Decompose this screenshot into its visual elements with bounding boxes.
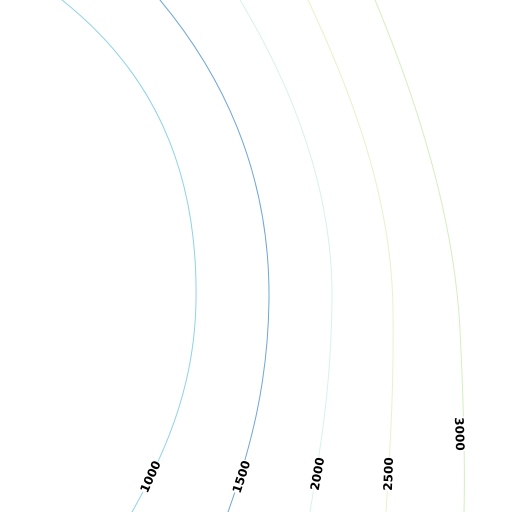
contour-3000: 3000 (374, 0, 468, 512)
contour-2500: 2500 (307, 0, 398, 512)
contour-2000: 2000 (239, 0, 333, 512)
contour-label-2000: 2000 (308, 456, 328, 491)
contour-label-halo-2500 (380, 456, 398, 492)
contour-label-halo-2000 (307, 455, 329, 493)
contour-label-3000: 3000 (452, 417, 467, 451)
contour-1500: 1500 (159, 0, 270, 512)
contour-line-3000 (374, 0, 465, 512)
contour-label-2500: 2500 (381, 457, 396, 491)
contour-label-halo-3000 (450, 416, 468, 452)
contour-label-halo-1500 (229, 458, 255, 496)
contour-line-2500 (307, 0, 394, 512)
contour-label-halo-1000 (136, 458, 166, 496)
contour-line-1000 (61, 0, 197, 512)
contour-line-1500 (159, 0, 270, 512)
contour-line-2000 (239, 0, 333, 512)
